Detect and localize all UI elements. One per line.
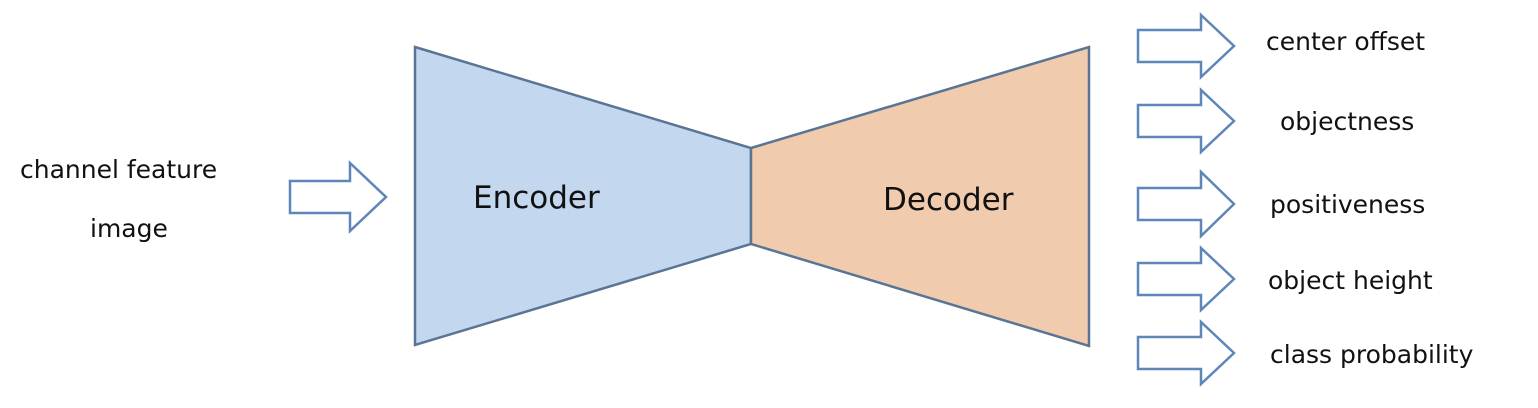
output-arrow-class-probability	[1136, 319, 1236, 387]
output-label-object-height: object height	[1268, 266, 1433, 295]
output-label-positiveness: positiveness	[1270, 190, 1426, 219]
output-label-center-offset: center offset	[1266, 27, 1426, 56]
input-label-line-1: channel feature	[20, 155, 218, 184]
output-arrow-center-offset	[1136, 12, 1236, 80]
input-arrow	[288, 160, 388, 234]
decoder-label: Decoder	[883, 182, 1014, 218]
input-label-line-2: image	[90, 214, 168, 243]
encoder-label: Encoder	[473, 180, 600, 216]
output-label-class-probability: class probability	[1270, 340, 1474, 369]
output-arrow-positiveness	[1136, 169, 1236, 239]
output-arrow-objectness	[1136, 87, 1236, 155]
decoder-block	[749, 45, 1091, 348]
output-arrow-object-height	[1136, 245, 1236, 313]
output-label-objectness: objectness	[1280, 107, 1415, 136]
